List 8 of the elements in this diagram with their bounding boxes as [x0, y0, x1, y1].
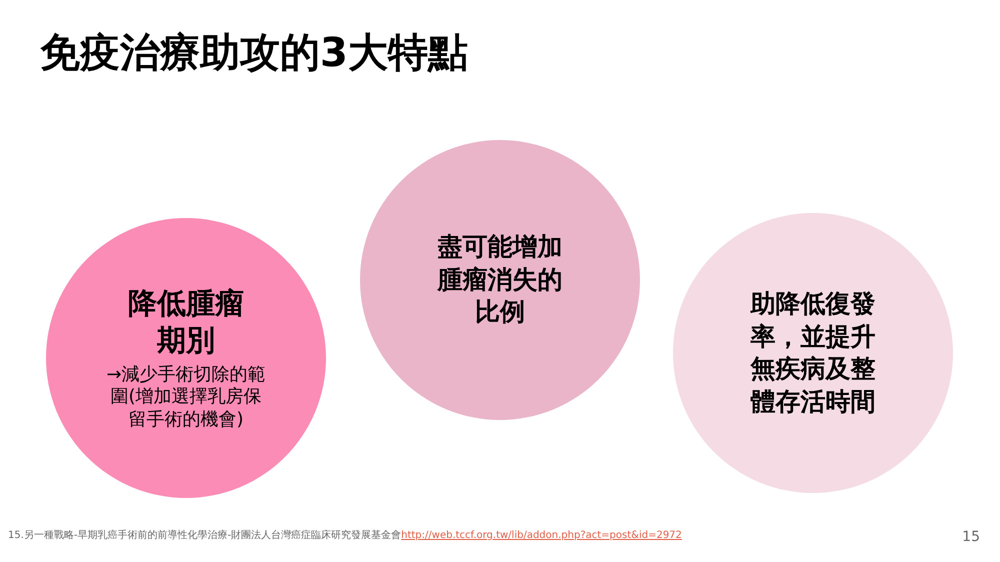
circle-heading: 盡可能增加腫瘤消失的比例	[436, 231, 564, 328]
page-number: 15	[962, 528, 980, 547]
source-note: 15.另一種戰略-早期乳癌手術前的前導性化學治療-財團法人台灣癌症臨床研究發展基金會	[8, 528, 402, 543]
source-link: http://web.tccf.org.tw/lib/addon.php?act=post&id=2972	[401, 529, 682, 543]
slide-title: 免疫治療助攻的3大特點	[40, 29, 468, 78]
circle-heading: 助降低復發率，並提升無疾病及整體存活時間	[749, 288, 876, 418]
circle-heading: 降低腫瘤期別	[126, 284, 245, 360]
circle-note: →減少手術切除的範圍(增加選擇乳房保留手術的機會)	[105, 364, 267, 432]
